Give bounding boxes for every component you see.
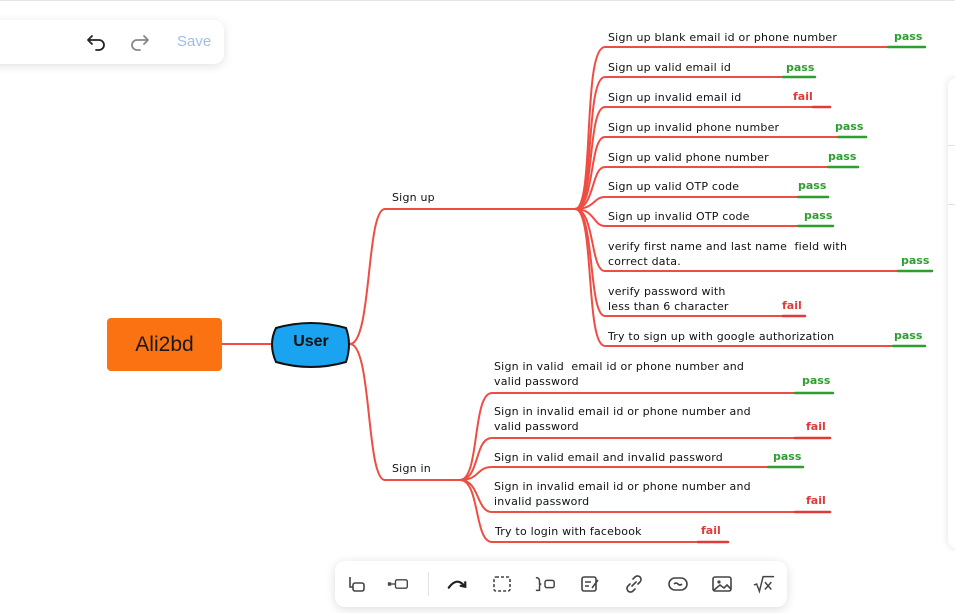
summary-icon[interactable] bbox=[534, 573, 556, 595]
image-icon[interactable] bbox=[711, 573, 733, 595]
signup-item[interactable]: Sign up valid email id bbox=[608, 61, 732, 74]
status-label[interactable]: pass bbox=[835, 120, 864, 133]
status-label[interactable]: pass bbox=[894, 30, 923, 43]
label-icon[interactable] bbox=[667, 573, 689, 595]
signup-item[interactable]: Sign up invalid email id bbox=[608, 91, 742, 104]
signup-item[interactable]: Try to sign up with google authorization bbox=[608, 330, 835, 343]
status-label[interactable]: pass bbox=[828, 150, 857, 163]
redo-icon[interactable] bbox=[128, 31, 152, 53]
status-label[interactable]: fail bbox=[806, 494, 826, 507]
branch-signin[interactable]: Sign in bbox=[392, 462, 431, 475]
boundary-icon[interactable] bbox=[491, 573, 513, 595]
branch-signup[interactable]: Sign up bbox=[392, 191, 435, 204]
status-label[interactable]: fail bbox=[806, 420, 826, 433]
signin-item[interactable]: Sign in invalid email id or phone number… bbox=[494, 480, 751, 508]
side-panel-divider bbox=[948, 204, 955, 205]
equation-icon[interactable] bbox=[753, 573, 775, 595]
signup-item[interactable]: Sign up valid OTP code bbox=[608, 180, 740, 193]
status-label[interactable]: pass bbox=[894, 329, 923, 342]
signup-item[interactable]: verify password with less than 6 charact… bbox=[608, 285, 729, 313]
status-label[interactable]: fail bbox=[701, 524, 721, 537]
status-label[interactable]: pass bbox=[773, 450, 802, 463]
central-node-shape bbox=[271, 322, 350, 368]
signup-item[interactable]: Sign up valid phone number bbox=[608, 151, 769, 164]
connector-user-signup bbox=[349, 208, 386, 345]
connector-user-signin bbox=[349, 343, 386, 481]
status-label[interactable]: fail bbox=[782, 299, 802, 312]
root-topic[interactable]: Ali2bd bbox=[107, 318, 222, 371]
bottom-toolbar bbox=[335, 561, 787, 607]
signin-item[interactable]: Sign in invalid email id or phone number… bbox=[494, 405, 751, 433]
status-label[interactable]: pass bbox=[798, 179, 827, 192]
note-icon[interactable] bbox=[579, 573, 601, 595]
status-label[interactable]: pass bbox=[802, 374, 831, 387]
save-button[interactable]: Save bbox=[177, 33, 212, 50]
signup-item[interactable]: Sign up blank email id or phone number bbox=[608, 31, 838, 44]
signin-item[interactable]: Sign in valid email and invalid password bbox=[494, 451, 723, 464]
relationship-icon[interactable] bbox=[446, 573, 468, 595]
status-label[interactable]: fail bbox=[793, 90, 813, 103]
signin-item[interactable]: Try to login with facebook bbox=[495, 525, 642, 538]
undo-icon[interactable] bbox=[84, 31, 108, 53]
signup-item[interactable]: Sign up invalid phone number bbox=[608, 121, 780, 134]
toolbar-separator bbox=[428, 572, 429, 596]
status-label[interactable]: pass bbox=[786, 61, 815, 74]
subtopic-icon[interactable] bbox=[345, 573, 367, 595]
top-toolbar: Save bbox=[0, 20, 224, 64]
side-panel-divider bbox=[948, 145, 955, 146]
sibling-topic-icon[interactable] bbox=[387, 573, 409, 595]
central-topic[interactable]: User bbox=[293, 333, 329, 350]
signup-item[interactable]: Sign up invalid OTP code bbox=[608, 210, 750, 223]
top-divider bbox=[0, 0, 955, 1]
status-label[interactable]: pass bbox=[901, 254, 930, 267]
signup-item[interactable]: verify first name and last name field wi… bbox=[608, 240, 848, 268]
link-icon[interactable] bbox=[623, 573, 645, 595]
status-label[interactable]: pass bbox=[804, 209, 833, 222]
signin-item[interactable]: Sign in valid email id or phone number a… bbox=[494, 360, 745, 388]
side-panel-edge[interactable] bbox=[948, 78, 955, 548]
